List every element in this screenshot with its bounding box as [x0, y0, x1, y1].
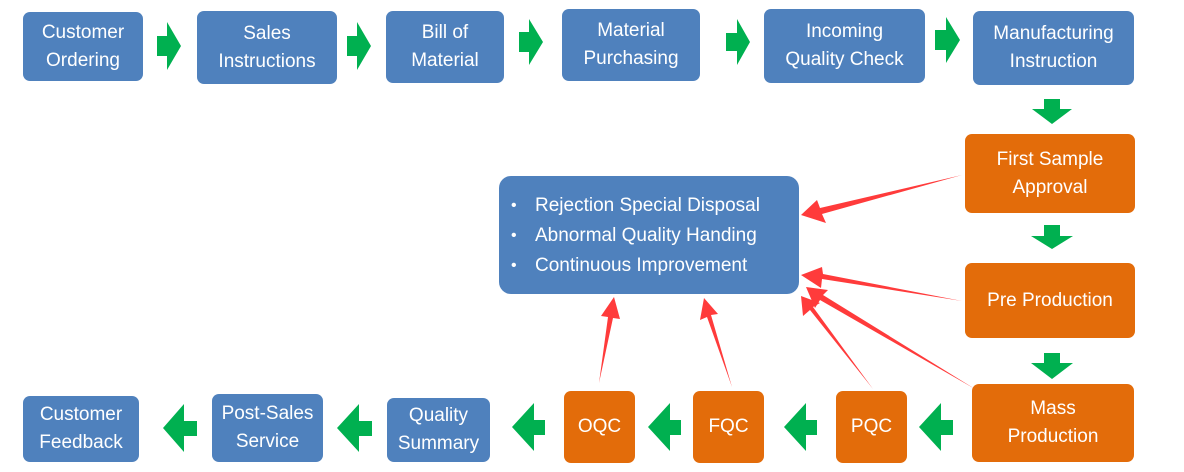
- flow-arrow-left-icon: [337, 404, 372, 452]
- step-fqc: FQC: [693, 391, 764, 463]
- step-post-sales-service: Post-Sales Service: [212, 394, 323, 462]
- step-label: OQC: [577, 416, 622, 437]
- feedback-arrow-pqc-icon: [801, 296, 873, 389]
- flow-arrow-right-icon: [347, 22, 371, 70]
- step-incoming-quality-check: Incoming Quality Check: [764, 9, 925, 83]
- issue-item: Continuous Improvement: [511, 251, 799, 281]
- step-pqc: PQC: [836, 391, 907, 463]
- step-pre-production: Pre Production: [965, 263, 1135, 338]
- feedback-arrow-fqc-icon: [700, 298, 732, 387]
- flow-arrow-right-icon: [157, 22, 181, 70]
- flow-arrow-left-icon: [784, 403, 817, 451]
- feedback-arrow-first-sample-icon: [801, 175, 962, 223]
- step-label: Mass Production: [1007, 398, 1099, 447]
- flow-arrow-right-icon: [726, 19, 750, 65]
- flow-arrow-right-icon: [935, 17, 960, 63]
- step-manufacturing-instruction: Manufacturing Instruction: [973, 11, 1134, 85]
- issue-handling-box: Rejection Special Disposal Abnormal Qual…: [499, 176, 799, 294]
- step-label: PQC: [850, 416, 893, 437]
- step-first-sample-approval: First Sample Approval: [965, 134, 1135, 213]
- step-label: FQC: [708, 416, 749, 437]
- issue-item: Abnormal Quality Handing: [511, 221, 799, 251]
- step-label: Incoming Quality Check: [785, 21, 904, 70]
- issue-item: Rejection Special Disposal: [511, 191, 799, 221]
- step-quality-summary: Quality Summary: [387, 398, 490, 462]
- flow-arrow-left-icon: [512, 403, 545, 451]
- flow-arrow-down-icon: [1031, 225, 1073, 249]
- step-oqc: OQC: [564, 391, 635, 463]
- step-customer-feedback: Customer Feedback: [23, 396, 139, 462]
- step-mass-production: Mass Production: [972, 384, 1134, 462]
- step-label: Material Purchasing: [583, 20, 679, 69]
- flow-arrow-down-icon: [1032, 99, 1072, 124]
- flow-arrow-right-icon: [519, 19, 543, 65]
- feedback-arrow-oqc-icon: [599, 297, 620, 383]
- step-label: Quality Summary: [397, 405, 480, 454]
- step-label: Sales Instructions: [218, 22, 316, 72]
- step-label: Pre Production: [987, 289, 1113, 311]
- step-label: First Sample Approval: [996, 148, 1104, 198]
- step-label: Customer Ordering: [41, 21, 125, 71]
- feedback-arrow-mass-production-icon: [806, 287, 975, 389]
- step-sales-instructions: Sales Instructions: [197, 11, 337, 84]
- step-label: Manufacturing Instruction: [993, 23, 1114, 72]
- step-bill-of-material: Bill of Material: [386, 11, 504, 83]
- step-material-purchasing: Material Purchasing: [562, 9, 700, 81]
- flow-arrow-left-icon: [648, 403, 681, 451]
- flow-arrow-down-icon: [1031, 353, 1073, 379]
- step-customer-ordering: Customer Ordering: [23, 12, 143, 81]
- step-label: Bill of Material: [411, 22, 479, 71]
- step-label: Post-Sales Service: [221, 403, 314, 452]
- step-label: Customer Feedback: [39, 404, 123, 453]
- flow-arrow-left-icon: [163, 404, 197, 452]
- flow-arrow-left-icon: [919, 403, 953, 451]
- feedback-arrow-pre-production-icon: [801, 267, 962, 301]
